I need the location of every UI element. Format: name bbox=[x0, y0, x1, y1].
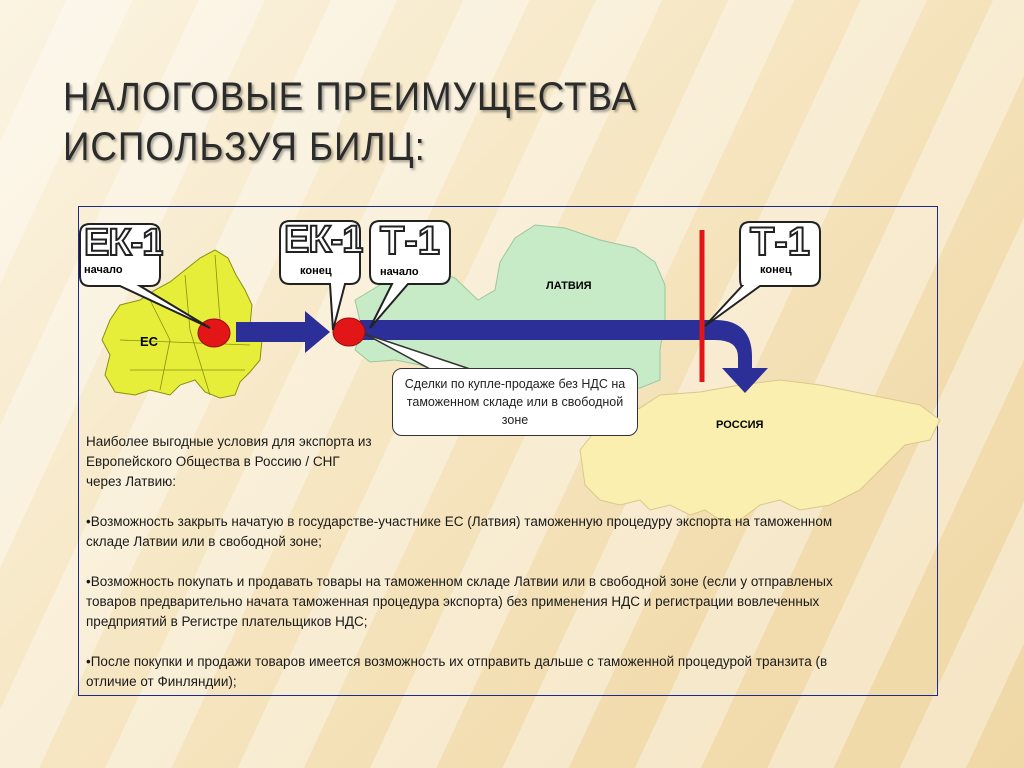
bullet-item: •Возможность покупать и продавать товары… bbox=[86, 574, 833, 629]
content-frame bbox=[78, 206, 938, 696]
callout-ek1-end-code: ЕК-1 bbox=[283, 218, 364, 262]
bullet-item: •После покупки и продажи товаров имеется… bbox=[86, 654, 828, 689]
page-title: НАЛОГОВЫЕ ПРЕИМУЩЕСТВА ИСПОЛЬЗУЯ БИЛЦ: bbox=[63, 75, 638, 169]
callout-ek1-end bbox=[279, 220, 361, 331]
eu-map bbox=[101, 249, 263, 399]
callout-t1-start-code: Т-1 bbox=[379, 218, 441, 264]
callout-ek1-start-sub: начало bbox=[84, 264, 123, 276]
transit-arrow bbox=[360, 320, 768, 393]
eu-borders bbox=[119, 254, 251, 396]
latvia-label: ЛАТВИЯ bbox=[546, 280, 592, 292]
lead-text: Наиболее выгодные условия для экспорта и… bbox=[86, 434, 372, 489]
bullet-list: •Возможность закрыть начатую в государст… bbox=[86, 512, 876, 712]
callout-t1-start-sub: начало bbox=[380, 266, 419, 278]
callout-t1-end-code: Т-1 bbox=[749, 219, 811, 265]
bullet-item: •Возможность закрыть начатую в государст… bbox=[86, 514, 833, 549]
callout-ek1-start-code: ЕК-1 bbox=[83, 221, 164, 265]
callout-ek1-end-sub: конец bbox=[300, 265, 332, 277]
latvia-marker bbox=[332, 317, 366, 347]
callout-t1-start bbox=[369, 220, 451, 329]
russia-label: РОССИЯ bbox=[716, 419, 764, 431]
eu-label: ЕС bbox=[140, 334, 159, 349]
speech-text: Сделки по купле-продаже без НДС на тамож… bbox=[404, 377, 626, 427]
callout-t1-end bbox=[704, 221, 821, 327]
eu-arrow bbox=[236, 311, 330, 353]
callout-t1-end-sub: конец bbox=[760, 264, 792, 276]
russia-map bbox=[579, 379, 941, 521]
speech-bubble: Сделки по купле-продаже без НДС на тамож… bbox=[392, 368, 638, 436]
callout-ek1-start bbox=[79, 223, 211, 329]
